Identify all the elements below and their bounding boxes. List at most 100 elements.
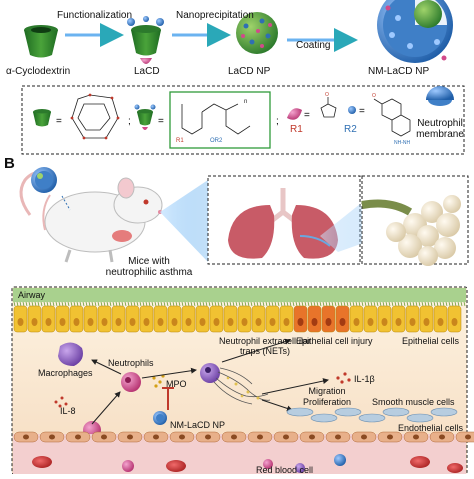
step-functionalization: Functionalization — [57, 10, 133, 21]
svg-text:=: = — [56, 116, 62, 127]
cilium — [28, 301, 31, 307]
airway-band — [13, 288, 466, 302]
cilium — [361, 301, 364, 307]
epithelial-nucleus — [381, 318, 388, 326]
il1b-dots — [336, 372, 351, 384]
neutrophil-cell-3 — [200, 363, 220, 383]
cilium — [55, 301, 58, 307]
cilium — [118, 301, 121, 307]
epithelial-nucleus — [283, 318, 290, 326]
cilium — [364, 301, 367, 307]
endothelial-nucleus — [387, 434, 393, 440]
cilium — [124, 301, 127, 307]
cilium — [121, 301, 124, 307]
endothelial-label: Endothelial cells — [398, 423, 464, 433]
endothelial-nucleus — [465, 434, 471, 440]
zoom-beam-1 — [160, 180, 208, 262]
cilium — [232, 301, 235, 307]
cilium — [46, 301, 49, 307]
cilium — [181, 301, 184, 307]
cilium — [463, 301, 466, 307]
endothelial-nucleus — [75, 434, 81, 440]
endothelial-nucleus — [439, 434, 445, 440]
legend-lacd-icon — [134, 104, 156, 130]
cilium — [223, 301, 226, 307]
smooth-muscle-layer — [286, 407, 458, 423]
cilium — [250, 301, 253, 307]
smooth-muscle-cell — [334, 407, 362, 417]
cilium — [106, 301, 109, 307]
cilium — [445, 301, 448, 307]
cilium — [13, 301, 16, 307]
epithelial-nucleus — [451, 318, 458, 326]
cilium — [457, 301, 460, 307]
epithelial-nucleus — [157, 318, 164, 326]
mice-label-line2: neutrophilic asthma — [105, 267, 193, 278]
cilium — [307, 301, 310, 307]
cilium — [79, 301, 82, 307]
cilium — [298, 301, 301, 307]
cilium — [454, 301, 457, 307]
label-lacd: LaCD — [134, 66, 160, 77]
cilium — [40, 301, 43, 307]
cilium — [442, 301, 445, 307]
cilium — [259, 301, 262, 307]
cilium — [64, 301, 67, 307]
cilium — [289, 301, 292, 307]
epithelial-nucleus — [409, 318, 416, 326]
cilium — [238, 301, 241, 307]
cilium — [397, 301, 400, 307]
svg-text:=: = — [359, 106, 365, 117]
cilium — [325, 301, 328, 307]
cilium — [448, 301, 451, 307]
cilium — [265, 301, 268, 307]
cilium — [205, 301, 208, 307]
cilium — [244, 301, 247, 307]
cilium — [421, 301, 424, 307]
macrophage-cell — [58, 342, 83, 366]
cilium — [346, 301, 349, 307]
cilium — [376, 301, 379, 307]
cilium — [295, 301, 298, 307]
epithelial-nucleus — [17, 318, 24, 326]
cilium — [58, 301, 61, 307]
cilium — [214, 301, 217, 307]
epithelial-nucleus — [101, 318, 108, 326]
smooth-muscle-cell — [406, 413, 434, 423]
cilium — [226, 301, 229, 307]
r1-icon — [287, 108, 302, 120]
legend-r1: R1 — [290, 124, 303, 135]
epithelial-nucleus — [339, 318, 346, 326]
r2-icon — [348, 106, 356, 114]
cilium — [349, 301, 352, 307]
cilium — [286, 301, 289, 307]
cilium — [436, 301, 439, 307]
svg-text:O: O — [372, 93, 376, 99]
lacd-icon — [127, 16, 164, 64]
step-nanoprecipitation: Nanoprecipitation — [176, 10, 254, 21]
endothelial-nucleus — [23, 434, 29, 440]
svg-text:=: = — [304, 110, 310, 121]
cilium — [139, 301, 142, 307]
blood-cells-misc — [122, 454, 346, 473]
cilium — [403, 301, 406, 307]
cilium — [31, 301, 34, 307]
nets-strands — [213, 367, 271, 405]
cyclodextrin-structure — [70, 93, 120, 140]
cilium — [73, 301, 76, 307]
cilium — [103, 301, 106, 307]
panel-letter-b: B — [4, 155, 15, 172]
cilium — [316, 301, 319, 307]
cilium — [343, 301, 346, 307]
red-blood-cells — [32, 456, 463, 473]
cilium — [409, 301, 412, 307]
cilium — [418, 301, 421, 307]
mpo-dots — [152, 374, 165, 388]
epithelial-nucleus — [227, 318, 234, 326]
cilium — [199, 301, 202, 307]
cilium — [211, 301, 214, 307]
macrophages-label: Macrophages — [38, 368, 93, 378]
smooth-muscle-cell — [382, 407, 410, 417]
cilium — [352, 301, 355, 307]
